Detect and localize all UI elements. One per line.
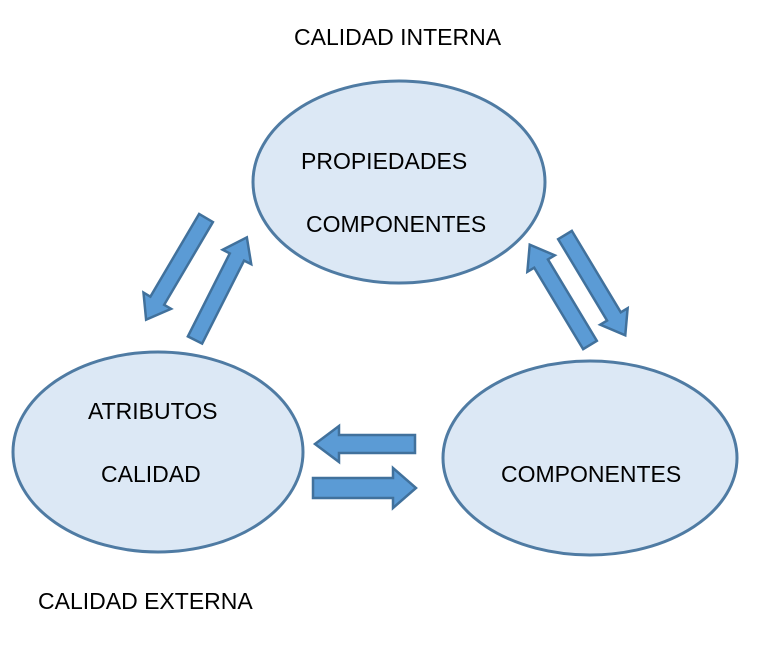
left-node-line2: CALIDAD <box>101 461 201 487</box>
right-node-line1: COMPONENTES <box>501 461 682 487</box>
top-node-ellipse <box>251 79 547 285</box>
external-quality-title: CALIDAD EXTERNA <box>38 588 253 614</box>
internal-quality-title: CALIDAD INTERNA <box>294 24 502 50</box>
left-node-line1: ATRIBUTOS <box>88 398 218 424</box>
arrow-right-to-left <box>312 423 417 465</box>
top-node-line2: COMPONENTES <box>306 211 487 237</box>
arrow-top-to-left <box>142 212 215 322</box>
arrow-right-to-top <box>525 242 599 351</box>
arrow-top-to-right <box>556 229 630 338</box>
arrow-left-to-top <box>186 235 253 346</box>
right-node-ellipse <box>441 359 739 557</box>
top-node-line1: PROPIEDADES <box>301 148 468 174</box>
arrow-left-to-right <box>311 465 418 511</box>
left-node-ellipse <box>11 350 305 554</box>
